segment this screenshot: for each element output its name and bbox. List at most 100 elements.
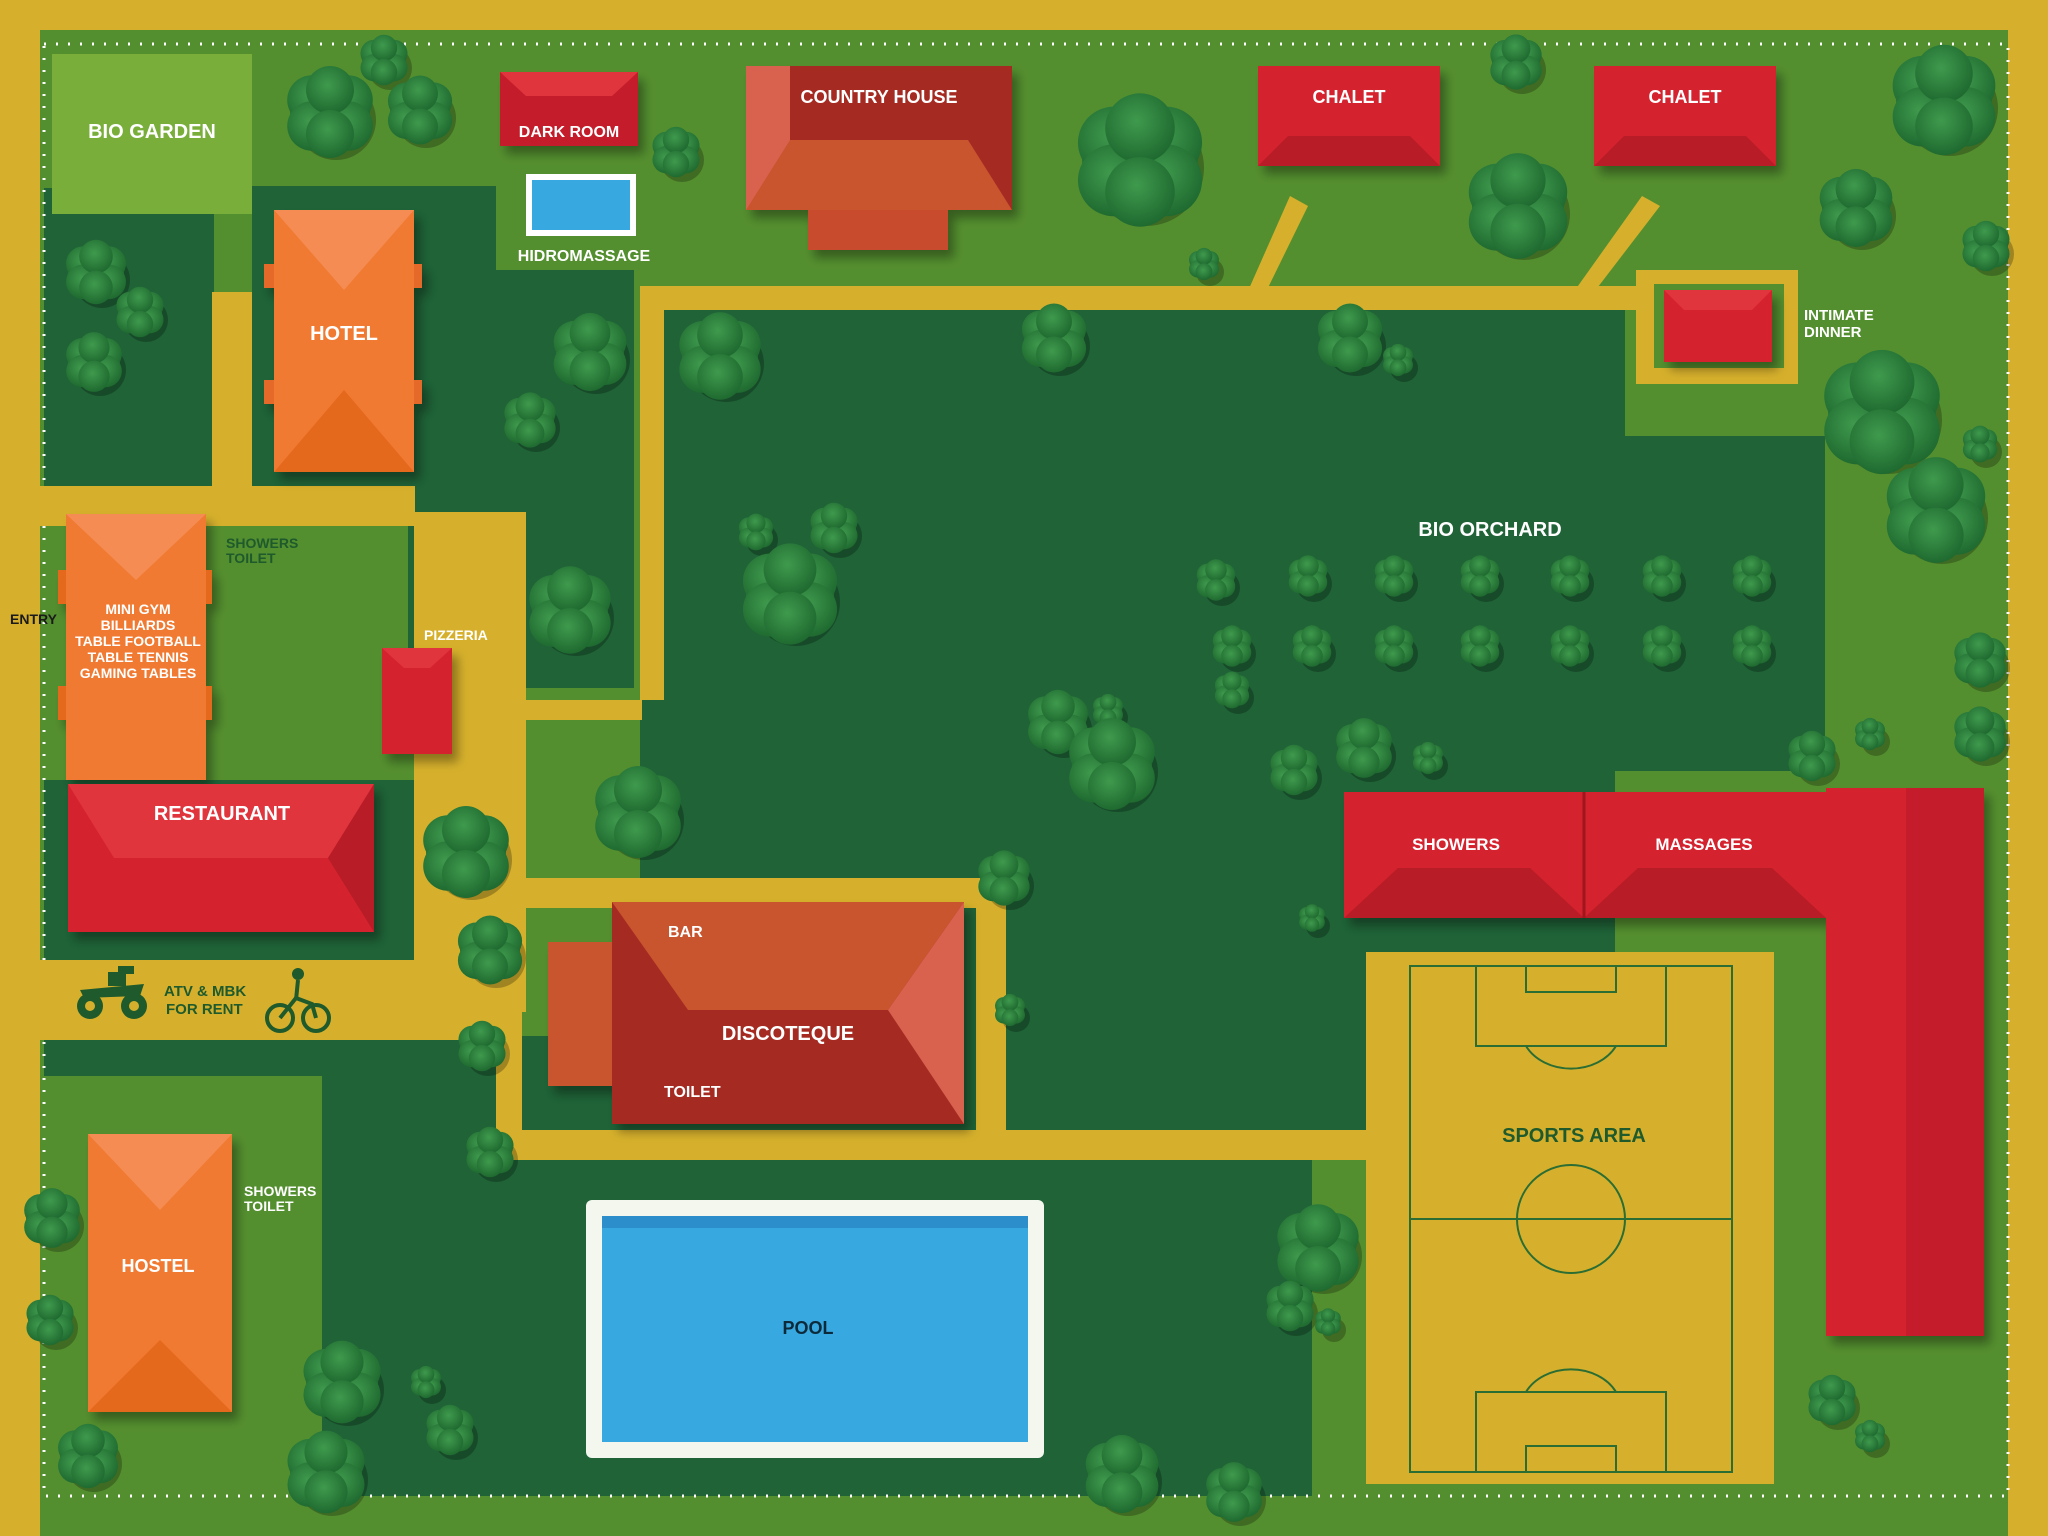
tree-icon	[504, 392, 560, 452]
tree-icon	[66, 332, 126, 396]
tree-icon	[679, 312, 764, 402]
tree-icon	[287, 1430, 368, 1516]
tree-icon	[1550, 555, 1594, 602]
tree-icon	[1288, 555, 1332, 602]
tree-icon	[1954, 706, 2010, 766]
sports-area-label: SPORTS AREA	[1502, 1125, 1646, 1147]
massages-label: MASSAGES	[1655, 835, 1752, 854]
tree-icon	[1468, 153, 1570, 260]
tree-icon	[1886, 457, 1988, 564]
showers-toilet-1-label-b: TOILET	[226, 550, 276, 566]
tree-icon	[1077, 93, 1204, 227]
discoteque-label: DISCOTEQUE	[722, 1023, 854, 1045]
tree-icon	[457, 915, 526, 988]
games-label-3: TABLE FOOTBALL	[75, 633, 201, 649]
tree-icon	[1824, 349, 1942, 475]
games-building[interactable]	[58, 514, 212, 780]
tree-icon	[1550, 625, 1594, 672]
tree-icon	[1460, 555, 1504, 602]
hidromassage-label: HIDROMASSAGE	[518, 248, 651, 265]
tree-icon	[24, 1188, 84, 1252]
tree-icon	[411, 1365, 446, 1404]
tree-icon	[742, 543, 840, 646]
tree-icon	[1855, 1419, 1890, 1458]
country-house-label: COUNTRY HOUSE	[800, 87, 957, 107]
intimate-dinner-building[interactable]	[1664, 290, 1772, 362]
tree-icon	[1642, 625, 1686, 672]
tree-icon	[1069, 718, 1158, 812]
tree-icon	[1819, 168, 1896, 250]
tree-icon	[1315, 1308, 1346, 1342]
tree-icon	[1374, 625, 1418, 672]
tree-icon	[1214, 671, 1254, 714]
chalet-1-label: CHALET	[1313, 87, 1386, 107]
tree-icon	[553, 312, 630, 394]
hostel-building[interactable]	[88, 1134, 232, 1412]
tree-icon	[66, 239, 130, 308]
bio-garden-label: BIO GARDEN	[88, 121, 216, 143]
tree-icon	[1299, 904, 1330, 938]
pool-label: POOL	[782, 1318, 833, 1338]
bicycle-icon	[265, 968, 331, 1033]
discoteque-building[interactable]	[548, 902, 964, 1124]
bio-garden[interactable]	[52, 54, 252, 214]
sports-field[interactable]	[1409, 965, 1733, 1473]
tree-icon	[1206, 1462, 1266, 1526]
tree-icon	[1212, 625, 1256, 672]
atv-label-2: FOR RENT	[166, 1001, 243, 1018]
tree-icon	[1413, 741, 1448, 780]
tree-icon	[1317, 303, 1386, 376]
tree-icon	[116, 286, 168, 342]
tree-icon	[1808, 1374, 1860, 1430]
tree-icon	[1336, 718, 1396, 782]
intimate-dinner-label-2: DINNER	[1804, 324, 1862, 341]
tree-icon	[303, 1340, 384, 1426]
tree-icon	[1962, 425, 2002, 468]
games-label-2: BILLIARDS	[101, 617, 176, 633]
tree-icon	[995, 993, 1030, 1032]
tree-icon	[1460, 625, 1504, 672]
pizzeria-building[interactable]	[382, 648, 452, 754]
tree-icon	[360, 34, 412, 90]
atv-label-1: ATV & MBK	[164, 983, 246, 1000]
games-label-5: GAMING TABLES	[80, 665, 196, 681]
showers-toilet-2-label-b: TOILET	[244, 1198, 294, 1214]
showers-toilet-2-label-a: SHOWERS	[244, 1183, 316, 1199]
tree-icon	[1292, 625, 1336, 672]
country-house-building[interactable]	[746, 66, 1012, 250]
dark-room-label: DARK ROOM	[519, 124, 619, 141]
chalet-1-building[interactable]	[1258, 66, 1440, 166]
tree-icon	[58, 1423, 122, 1492]
showers-label: SHOWERS	[1412, 835, 1500, 854]
bio-orchard-label: BIO ORCHARD	[1418, 519, 1561, 541]
hostel-label: HOSTEL	[121, 1256, 194, 1276]
bar-label: BAR	[668, 924, 703, 941]
toilet-label: TOILET	[664, 1084, 721, 1101]
showers-massages-building[interactable]	[1344, 788, 1984, 1336]
dark-room-building[interactable]	[500, 72, 638, 146]
tree-icon	[1788, 730, 1840, 786]
hidromassage-water	[532, 180, 630, 230]
tree-icon	[387, 75, 456, 148]
tree-icon	[1383, 343, 1418, 382]
restaurant-building[interactable]	[68, 784, 374, 932]
atv-icon	[77, 966, 147, 1019]
showers-toilet-1-label-a: SHOWERS	[226, 535, 298, 551]
tree-icon	[1270, 744, 1322, 800]
hotel-building[interactable]	[264, 210, 422, 472]
tree-icon	[1189, 247, 1224, 286]
tree-icon	[810, 502, 862, 558]
tree-icon	[1374, 555, 1418, 602]
fence	[42, 42, 2010, 1498]
chalet-2-building[interactable]	[1594, 66, 1776, 166]
tree-icon	[1855, 717, 1890, 756]
pool-edge	[602, 1216, 1028, 1228]
tree-icon	[1732, 555, 1776, 602]
tree-icon	[1732, 625, 1776, 672]
tree-icon	[529, 566, 614, 656]
tree-icon	[1892, 44, 1998, 156]
games-label-4: TABLE TENNIS	[88, 649, 189, 665]
tree-icon	[652, 126, 704, 182]
tree-icon	[1196, 559, 1240, 606]
